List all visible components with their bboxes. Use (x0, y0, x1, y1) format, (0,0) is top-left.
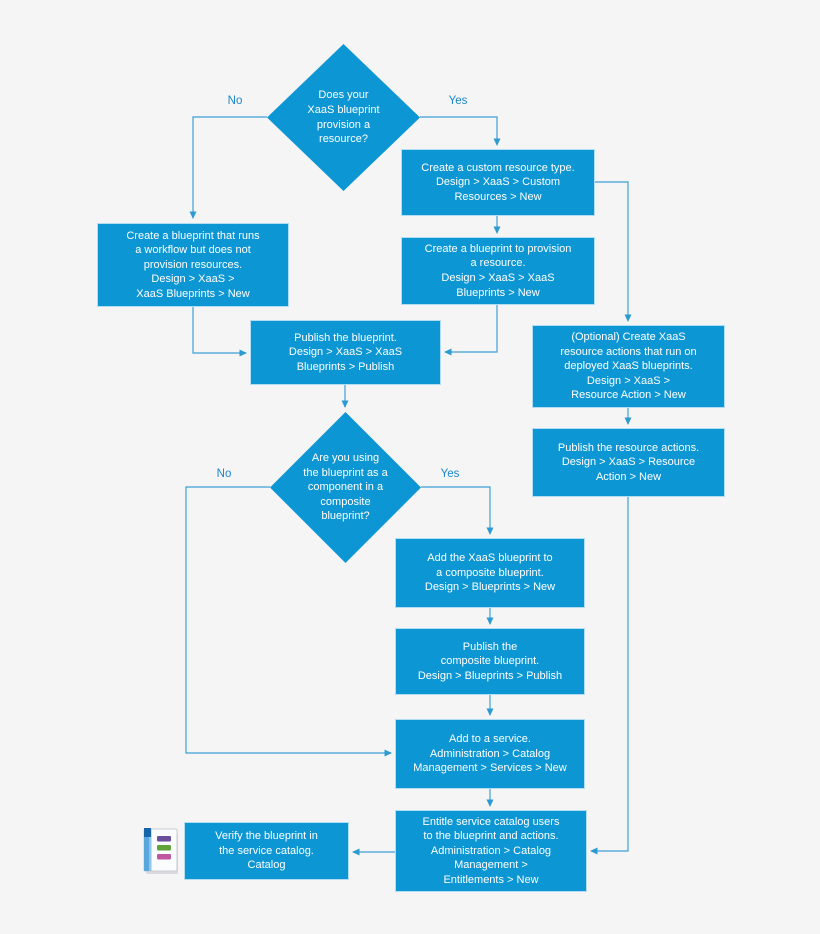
step-add-to-composite-blueprint: Add the XaaS blueprint to a composite bl… (395, 538, 585, 608)
catalog-book-icon (139, 825, 183, 879)
step-add-to-service: Add to a service. Administration > Catal… (395, 719, 585, 789)
step-verify-blueprint-in-catalog: Verify the blueprint in the service cata… (184, 822, 349, 880)
step-publish-resource-actions: Publish the resource actions. Design > X… (532, 428, 725, 497)
step-entitle-catalog-users: Entitle service catalog users to the blu… (395, 810, 587, 892)
step-create-resource-actions: (Optional) Create XaaS resource actions … (532, 325, 725, 408)
step-create-provision-blueprint: Create a blueprint to provision a resour… (401, 237, 595, 305)
step-publish-blueprint: Publish the blueprint. Design > XaaS > X… (250, 320, 441, 385)
branch-label-no-composite: No (216, 468, 232, 480)
step-create-workflow-blueprint: Create a blueprint that runs a workflow … (97, 223, 289, 307)
branch-label-yes-provision: Yes (448, 95, 468, 107)
step-publish-composite-blueprint: Publish the composite blueprint. Design … (395, 628, 585, 695)
branch-label-no-provision: No (227, 95, 243, 107)
branch-label-yes-composite: Yes (440, 468, 460, 480)
decision-provision-resource: Does your XaaS blueprint provision a res… (267, 44, 420, 191)
step-create-custom-resource-type: Create a custom resource type. Design > … (401, 149, 595, 216)
